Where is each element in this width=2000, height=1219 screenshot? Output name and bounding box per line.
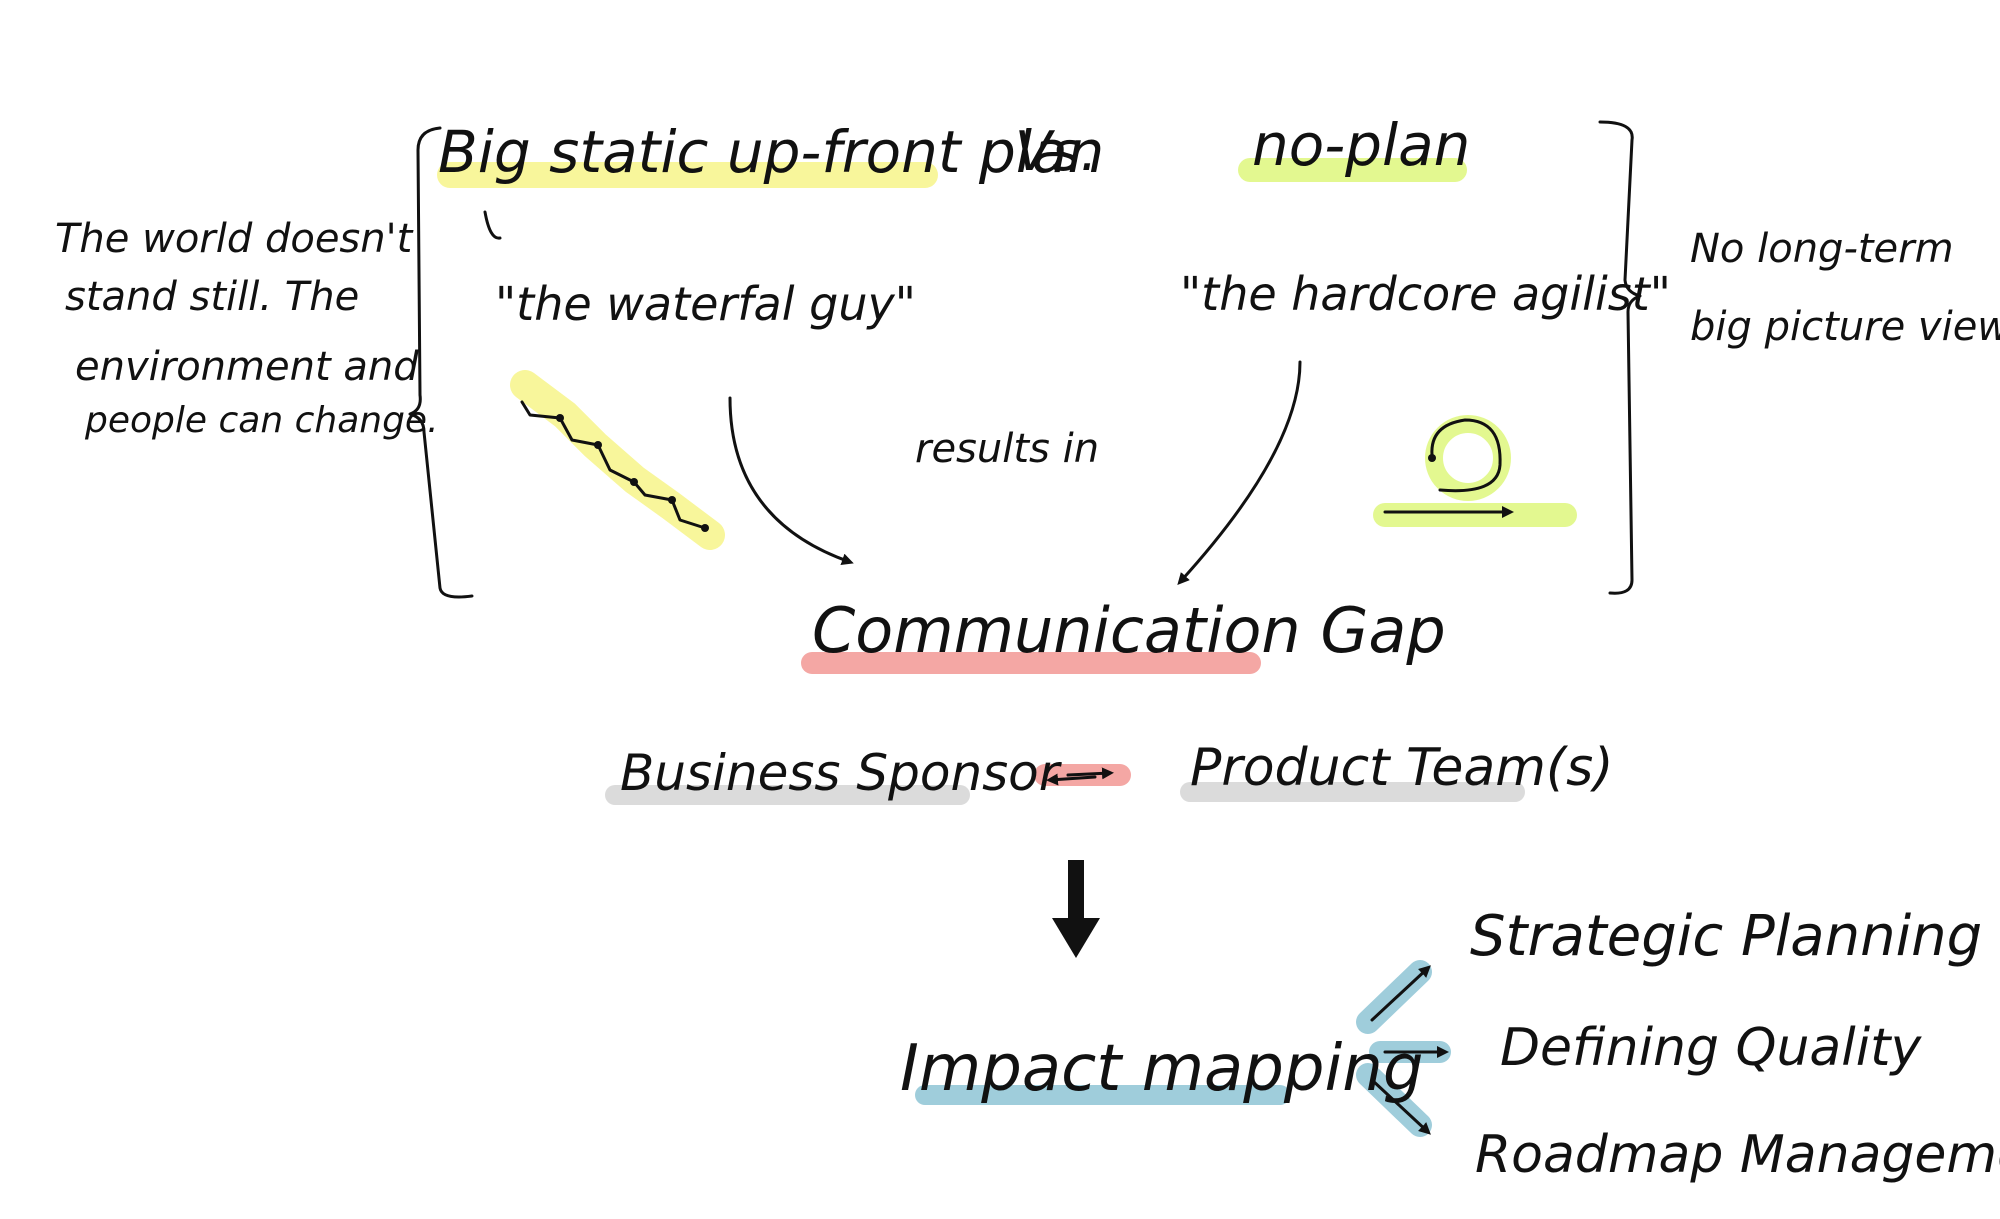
- right-title: no-plan: [1252, 111, 1470, 179]
- big-plan-descender: [483, 210, 502, 240]
- arrow-right-to-gap: [1177, 360, 1302, 585]
- item-strategic-planning: Strategic Planning: [1470, 904, 1982, 969]
- right-persona: "the hardcore agilist": [1180, 267, 1671, 321]
- left-title: Big static up-front plan: [438, 118, 1104, 186]
- left-note-line3: environment and: [75, 344, 419, 390]
- communication-gap-title: Communication Gap: [812, 594, 1446, 667]
- results-in-label: results in: [915, 426, 1099, 472]
- left-note-line2: stand still. The: [65, 274, 359, 320]
- left-note-line1: The world doesn't: [55, 216, 414, 262]
- staircase-icon: [520, 400, 709, 532]
- highlight-waterfall: [510, 370, 725, 550]
- arrow-to-roadmap-management: [1370, 1078, 1431, 1135]
- right-note-line1: No long-term: [1690, 226, 1954, 272]
- item-roadmap-management: Roadmap Management: [1475, 1125, 2000, 1185]
- left-persona: "the waterfal guy": [495, 277, 916, 331]
- left-note: The world doesn't stand still. The envir…: [55, 216, 439, 441]
- down-arrow-icon: [1052, 860, 1100, 958]
- impact-mapping-title: Impact mapping: [900, 1032, 1423, 1106]
- product-teams-label: Product Team(s): [1190, 738, 1614, 798]
- business-sponsor-label: Business Sponsor: [620, 744, 1063, 802]
- arrow-left-to-gap: [728, 396, 854, 566]
- loop-arrow-icon: [1383, 418, 1514, 518]
- left-bracket: [408, 126, 474, 599]
- right-note-line2: big picture view: [1690, 304, 2000, 350]
- item-defining-quality: Defining Quality: [1500, 1018, 1923, 1078]
- double-arrow-icon: [1046, 767, 1114, 786]
- arrow-to-strategic-planning: [1370, 965, 1431, 1022]
- left-note-line4: people can change.: [84, 400, 439, 441]
- right-note: No long-term big picture view: [1690, 226, 2000, 350]
- vs-label: Vs.: [1015, 120, 1097, 183]
- right-bracket: [1598, 120, 1642, 595]
